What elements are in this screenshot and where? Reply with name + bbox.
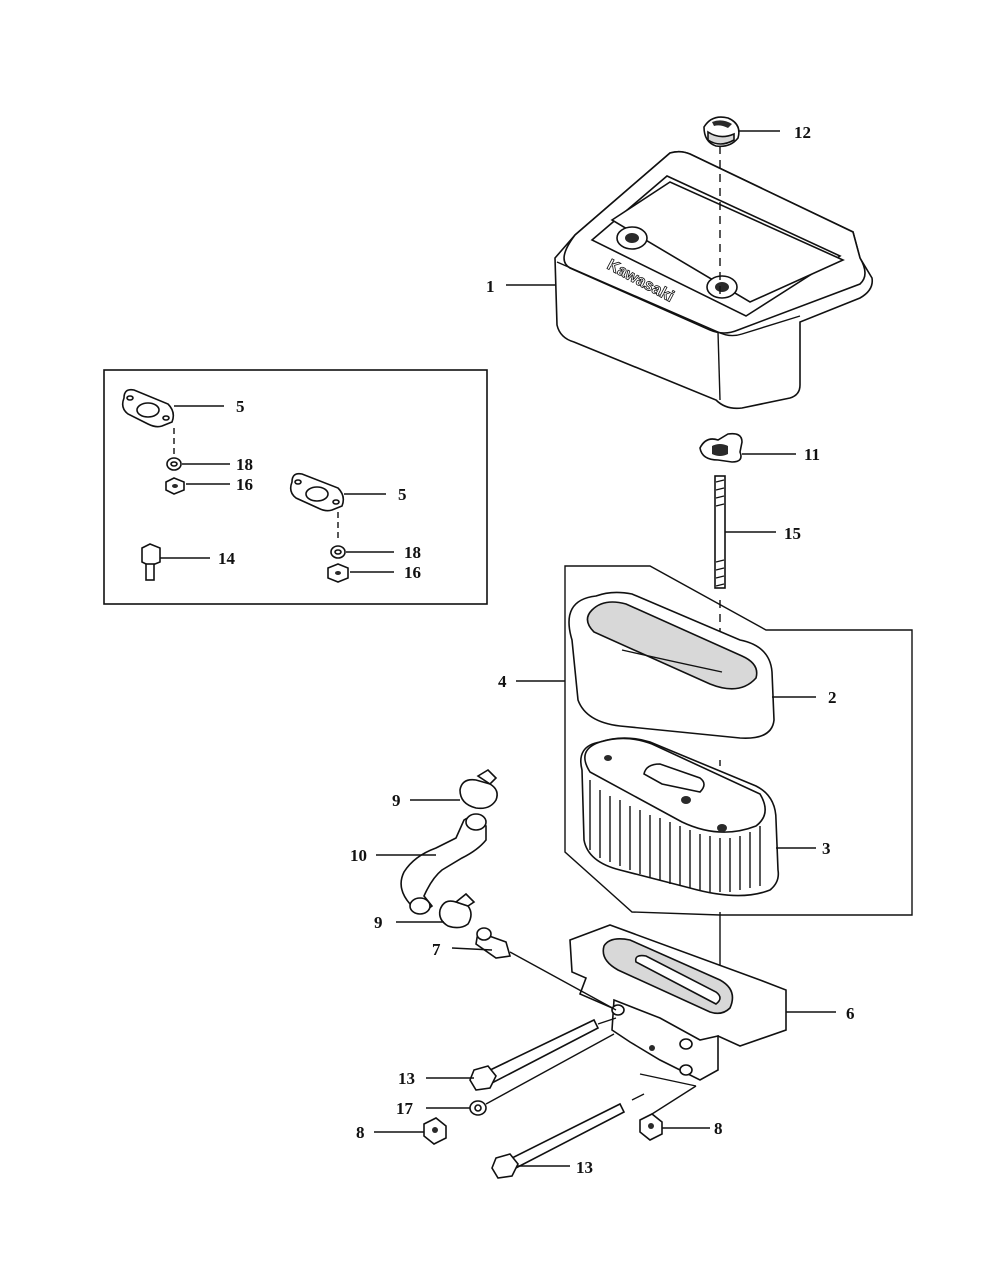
callout-15: 15 xyxy=(784,524,801,543)
gasket-part-5-lower xyxy=(289,472,345,512)
hose-part-10 xyxy=(400,813,487,915)
wing-nut-part-11 xyxy=(699,432,743,463)
callout-2: 2 xyxy=(828,688,837,707)
nut-part-16-lower xyxy=(327,563,349,583)
clamp-part-9-lower xyxy=(438,892,476,929)
callout-1: 1 xyxy=(486,277,495,296)
lockwasher-part-18-upper xyxy=(166,457,182,471)
callout-8-right: 8 xyxy=(714,1119,723,1138)
callout-18-upper: 18 xyxy=(236,455,253,474)
cover-part-1: Kawasaki xyxy=(554,150,874,410)
fitting-part-7 xyxy=(475,927,512,959)
inset-box xyxy=(103,369,488,605)
callout-16-upper: 16 xyxy=(236,475,253,494)
callout-3: 3 xyxy=(822,839,831,858)
callout-14: 14 xyxy=(218,549,236,568)
callout-5-lower: 5 xyxy=(398,485,407,504)
nut-part-8-left xyxy=(423,1117,447,1145)
callout-12: 12 xyxy=(794,123,811,142)
stud-part-15 xyxy=(714,475,726,589)
callout-7: 7 xyxy=(432,940,441,959)
callout-6: 6 xyxy=(846,1004,855,1023)
callout-13-lower: 13 xyxy=(576,1158,593,1177)
bolt-part-13-upper xyxy=(469,1018,600,1091)
element-part-3 xyxy=(580,737,780,897)
nut-part-8-right xyxy=(639,1113,663,1141)
callout-10: 10 xyxy=(350,846,367,865)
base-plate-part-6 xyxy=(569,924,787,1081)
lockwasher-part-18-lower xyxy=(330,545,346,559)
cap-part-12 xyxy=(703,116,740,148)
callout-4: 4 xyxy=(498,672,507,691)
washer-part-17 xyxy=(469,1100,487,1116)
pre-cleaner-part-2 xyxy=(568,591,775,739)
callout-8-left: 8 xyxy=(356,1123,365,1142)
callout-9-upper: 9 xyxy=(392,791,401,810)
callout-11: 11 xyxy=(804,445,820,464)
callout-18-lower: 18 xyxy=(404,543,421,562)
callout-5-upper: 5 xyxy=(236,397,245,416)
clamp-part-9-upper xyxy=(459,768,498,810)
bolt-part-13-lower xyxy=(491,1102,626,1179)
callout-16-lower: 16 xyxy=(404,563,421,582)
gasket-part-5-upper xyxy=(121,388,175,428)
callout-17: 17 xyxy=(396,1099,414,1118)
callout-9-lower: 9 xyxy=(374,913,383,932)
nut-part-16-upper xyxy=(165,477,185,495)
bolt-part-14 xyxy=(141,543,161,581)
assembly-bracket xyxy=(564,565,913,916)
callout-13-upper: 13 xyxy=(398,1069,415,1088)
